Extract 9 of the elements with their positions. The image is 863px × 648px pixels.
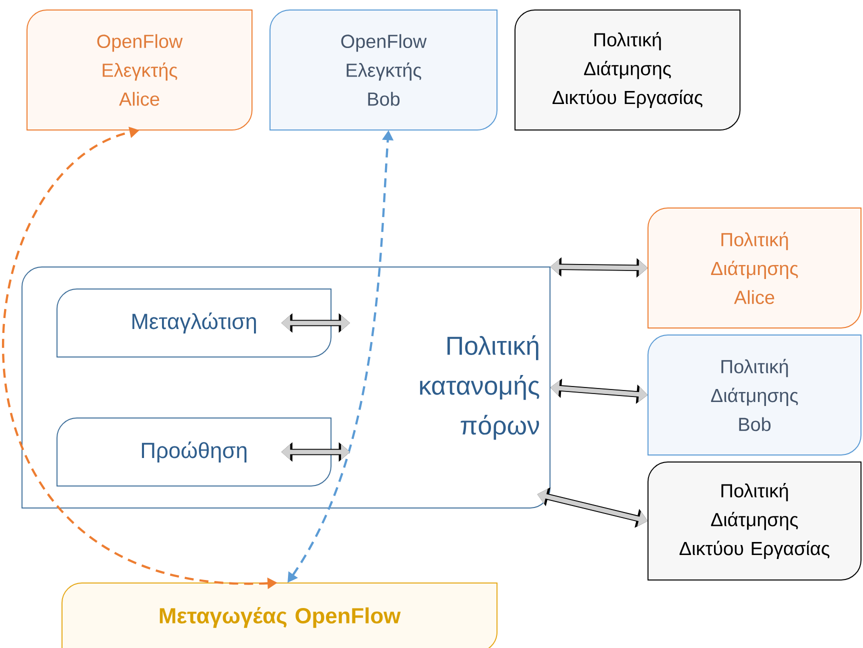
process-box: Πολιτική Διάτμησης Δικτύου Εργασίας	[514, 10, 740, 130]
process-box: OpenFlow Ελεγκτής Bob	[270, 10, 498, 130]
process-box: Μεταγλώτιση	[56, 288, 332, 358]
process-box: Μεταγωγέας OpenFlow	[62, 582, 498, 648]
process-box: OpenFlow Ελεγκτής Alice	[26, 10, 252, 130]
process-box: Προώθηση	[56, 418, 332, 486]
process-box: Πολιτική Διάτμησης Alice	[648, 208, 862, 328]
process-box: Πολιτική Διάτμησης Bob	[648, 334, 862, 456]
process-box: Πολιτική Διάτμησης Δικτύου Εργασίας	[648, 462, 862, 580]
